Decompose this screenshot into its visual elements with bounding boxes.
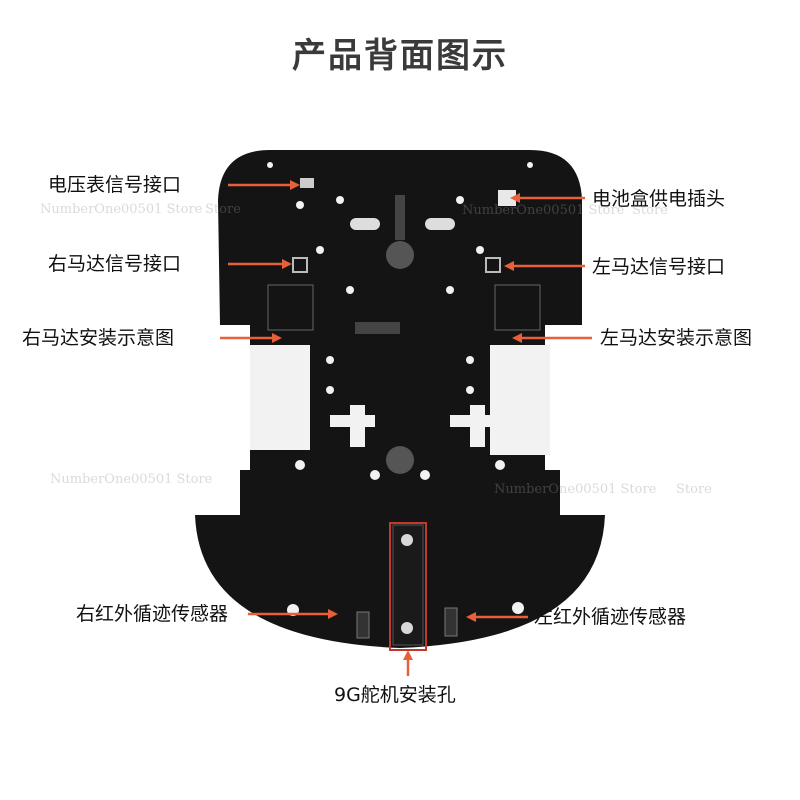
label-voltmeter-signal-port: 电压表信号接口 xyxy=(48,174,182,196)
label-battery-power-plug: 电池盒供电插头 xyxy=(592,188,726,210)
right-motor-cutout xyxy=(250,345,310,450)
right-ir-sensor-part xyxy=(356,611,370,639)
label-left-motor-install: 左马达安装示意图 xyxy=(600,327,753,349)
label-left-ir-sensor: 左红外循迹传感器 xyxy=(534,606,687,628)
label-right-motor-install: 右马达安装示意图 xyxy=(22,327,175,349)
left-motor-cutout xyxy=(490,345,550,455)
label-right-motor-signal-port: 右马达信号接口 xyxy=(48,253,182,275)
left-ir-sensor-part xyxy=(444,607,458,637)
label-left-motor-signal-port: 左马达信号接口 xyxy=(592,256,726,278)
pcb-board xyxy=(195,150,605,648)
page-title: 产品背面图示 xyxy=(292,36,508,76)
pointer-arrows xyxy=(220,180,592,676)
label-right-ir-sensor: 右红外循迹传感器 xyxy=(76,603,229,625)
label-servo-mount-holes: 9G舵机安装孔 xyxy=(334,684,456,706)
